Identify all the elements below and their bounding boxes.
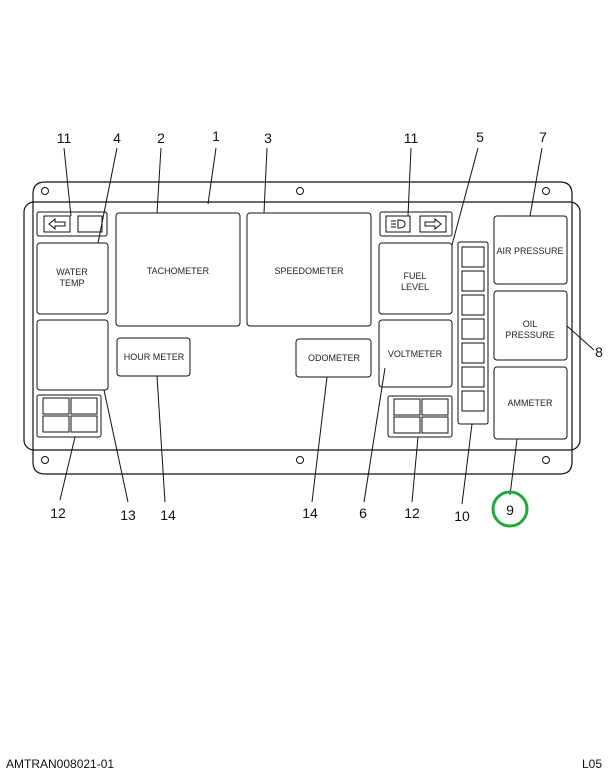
callout-5: 5 — [476, 129, 484, 145]
oil-pressure-label-line2: PRESSURE — [505, 330, 555, 340]
callout-2: 2 — [157, 130, 165, 146]
callout-14-left: 14 — [160, 507, 176, 523]
left-arrow-icon — [48, 217, 66, 231]
right-switch-cluster — [387, 395, 453, 438]
tachometer-gauge — [115, 212, 241, 327]
callout-10: 10 — [454, 508, 470, 524]
mounting-hole — [542, 187, 550, 195]
fuel-level-gauge — [378, 242, 453, 315]
callout-1: 1 — [212, 128, 220, 144]
page-code: L05 — [581, 757, 602, 771]
voltmeter-gauge — [378, 319, 453, 388]
mounting-hole — [542, 456, 550, 464]
fuel-level-label-line2: LEVEL — [401, 282, 429, 292]
drawing-id: AMTRAN008021-01 — [6, 757, 115, 771]
headlight-icon — [391, 219, 406, 229]
callout-14-right: 14 — [302, 505, 318, 521]
callout-12-right: 12 — [404, 505, 420, 521]
callout-7: 7 — [539, 129, 547, 145]
callout-11-left: 11 — [57, 130, 72, 146]
water-temp-label-line2: TEMP — [59, 278, 84, 288]
ammeter-gauge — [493, 366, 568, 440]
odometer-label: ODOMETER — [308, 353, 361, 363]
fuel-level-label-line1: FUEL — [403, 271, 426, 281]
right-arrow-icon — [424, 217, 442, 231]
highlight-circle — [491, 490, 529, 528]
speedometer-label: SPEEDOMETER — [274, 266, 344, 276]
callout-4: 4 — [113, 130, 121, 146]
leader-lines — [59, 147, 595, 505]
speedometer-gauge — [246, 212, 372, 327]
blank-gauge-slot — [36, 319, 109, 391]
mounting-hole — [41, 456, 49, 464]
left-turn-indicator-box — [36, 211, 108, 237]
oil-pressure-label-line1: OIL — [523, 319, 538, 329]
hour-meter-label: HOUR METER — [124, 352, 185, 362]
mounting-hole — [296, 456, 304, 464]
ammeter-label: AMMETER — [508, 398, 554, 408]
air-pressure-label: AIR PRESSURE — [496, 246, 563, 256]
hour-meter-display — [116, 337, 191, 377]
callout-13: 13 — [120, 507, 136, 523]
mounting-hole — [296, 187, 304, 195]
warning-light-strip — [457, 241, 489, 425]
callout-12-left: 12 — [50, 505, 66, 521]
panel-outer-bezel — [32, 181, 573, 475]
panel-inner-face — [23, 201, 581, 451]
water-temp-label-line1: WATER — [56, 267, 88, 277]
oil-pressure-gauge — [493, 290, 568, 361]
voltmeter-label: VOLTMETER — [388, 349, 443, 359]
callout-11-right: 11 — [404, 130, 419, 146]
right-indicator-box — [379, 211, 453, 237]
callout-3: 3 — [264, 130, 272, 146]
left-switch-cluster — [36, 394, 102, 438]
callout-8: 8 — [595, 344, 603, 360]
mounting-hole — [41, 187, 49, 195]
callout-9: 9 — [506, 502, 514, 518]
callout-6: 6 — [359, 505, 367, 521]
odometer-display — [295, 338, 372, 378]
water-temp-gauge — [36, 242, 109, 315]
tachometer-label: TACHOMETER — [147, 266, 210, 276]
